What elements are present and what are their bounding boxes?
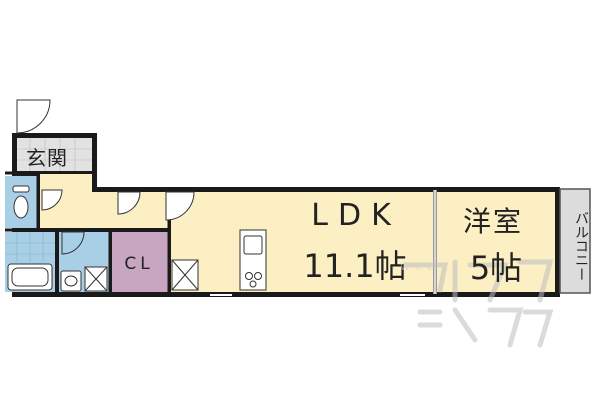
washing-machine-icon xyxy=(84,266,108,292)
toilet-icon xyxy=(12,185,30,219)
washbasin-icon xyxy=(60,270,82,292)
kitchen-counter-icon xyxy=(239,229,267,291)
ldk-floor xyxy=(171,192,433,292)
ldk-label: LDK xyxy=(311,198,401,233)
closet-floor xyxy=(112,232,168,292)
genkan-tile-pattern xyxy=(17,138,92,171)
closet-label: CL xyxy=(124,254,154,274)
yoshitsu-area-label: 5帖 xyxy=(469,249,523,287)
door-swings xyxy=(16,99,195,255)
bathroom-tile-pattern xyxy=(5,232,55,262)
balcony-label: バルコニー xyxy=(573,211,589,281)
yoshitsu-label: 洋室 xyxy=(462,205,523,238)
genkan-label: 玄関 xyxy=(26,146,68,170)
watermark-logo xyxy=(402,259,554,348)
hallway-floor-2 xyxy=(40,192,168,228)
genkan-floor xyxy=(17,138,92,171)
balcony-floor xyxy=(559,188,591,294)
watermark-small-text: W C L xyxy=(400,262,434,273)
ldk-area-label: 11.1帖 xyxy=(303,247,407,285)
bathtub-icon xyxy=(7,263,53,291)
refrigerator-icon xyxy=(171,259,199,291)
